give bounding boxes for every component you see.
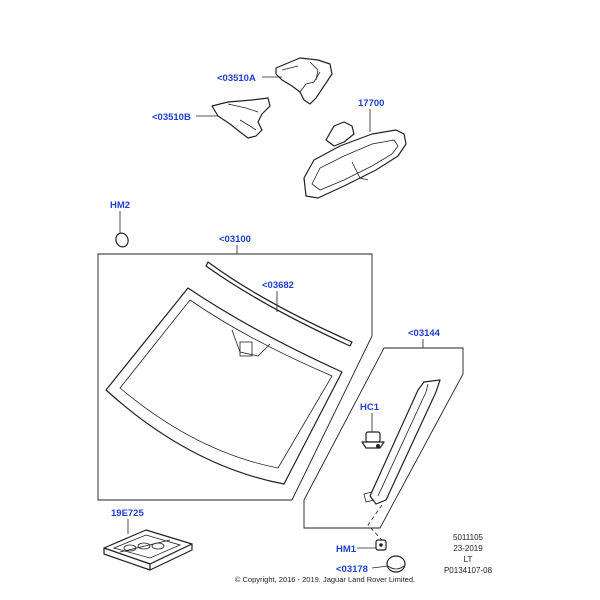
- copyright-text: © Copyright, 2016 - 2019. Jaguar Land Ro…: [235, 575, 415, 584]
- callout-19e725[interactable]: 19E725: [111, 508, 144, 519]
- hc1-clip-part: [361, 431, 385, 449]
- diagram-code-line3: LT: [464, 555, 473, 564]
- callout-hc1[interactable]: HC1: [360, 402, 380, 413]
- hm1-clip-part: [375, 539, 387, 551]
- callout-03178[interactable]: <03178: [336, 564, 368, 575]
- windshield-group-frame: [97, 253, 373, 501]
- diagram-code-line2: 23-2019: [453, 544, 483, 553]
- callout-hm1[interactable]: HM1: [336, 544, 357, 555]
- pillar-group-frame: [303, 347, 464, 529]
- callout-03510b[interactable]: <03510B: [152, 112, 191, 123]
- callout-03144[interactable]: <03144: [408, 328, 441, 339]
- pillar-trim-part: [363, 379, 441, 505]
- windshield-glass-part: [105, 287, 343, 485]
- interior-mirror-part: [303, 121, 407, 199]
- hm2-patch-part: [115, 232, 129, 248]
- callout-hm2[interactable]: HM2: [110, 200, 130, 211]
- callout-03510a[interactable]: <03510A: [217, 73, 256, 84]
- cap-03178-part: [386, 555, 406, 573]
- repair-kit-part: [103, 529, 193, 571]
- leader-03178: [371, 565, 389, 569]
- callout-03100[interactable]: <03100: [219, 234, 251, 245]
- callout-03682[interactable]: <03682: [262, 280, 294, 291]
- diagram-code-line1: 5011105: [453, 533, 484, 542]
- callout-17700[interactable]: 17700: [358, 98, 384, 109]
- mirror-cover-upper-part: [275, 57, 333, 105]
- assembly-dashed-line: [367, 504, 383, 541]
- moulding-strip-part: [205, 261, 353, 347]
- diagram-code-line4: P0134107-08: [444, 566, 493, 575]
- mirror-cover-lower-part: [211, 97, 271, 139]
